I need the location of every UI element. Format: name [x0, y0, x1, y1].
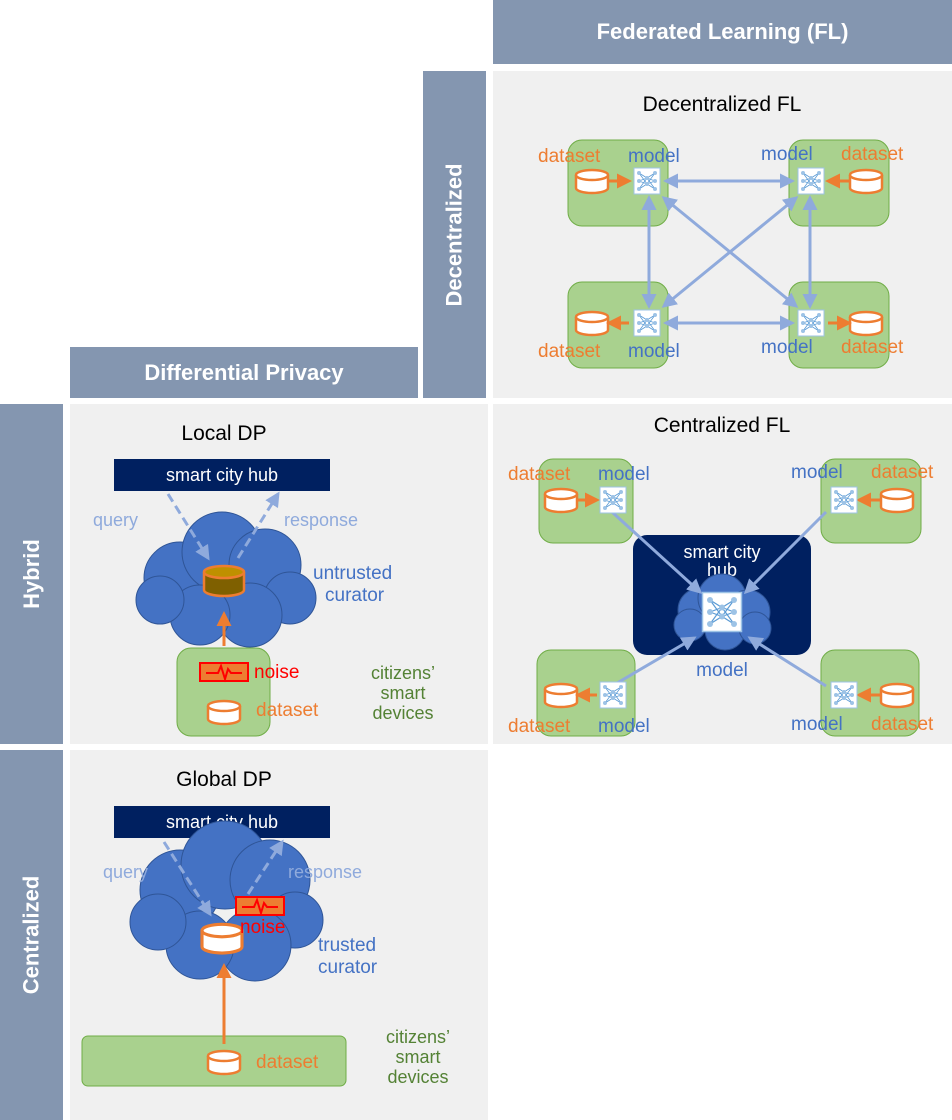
- noise-signal-icon: [199, 662, 249, 682]
- query-label: query: [103, 862, 148, 882]
- model-label: model: [761, 337, 813, 358]
- database-icon: [202, 564, 246, 598]
- model-label: model: [791, 462, 843, 483]
- header-federated-learning-label: Federated Learning (FL): [596, 19, 849, 44]
- neural-network-icon: [599, 486, 627, 514]
- hub-label-line1: smart city: [683, 542, 760, 562]
- model-label: model: [628, 146, 680, 167]
- model-label: model: [761, 144, 813, 165]
- query-label: query: [93, 510, 138, 530]
- cloud-icon: [135, 511, 317, 648]
- noise-label: noise: [240, 917, 285, 938]
- model-label: model: [696, 660, 748, 681]
- neural-network-icon: [830, 681, 858, 709]
- dataset-label: dataset: [841, 337, 904, 358]
- query-response-arrows: [166, 491, 280, 561]
- model-label: model: [628, 341, 680, 362]
- neural-network-icon: [797, 167, 825, 195]
- database-icon: [543, 487, 579, 514]
- model-label: model: [791, 714, 843, 735]
- database-icon: [879, 682, 915, 709]
- noise-signal-icon: [235, 896, 285, 916]
- model-label: model: [598, 464, 650, 485]
- neural-network-icon: [701, 591, 743, 633]
- neural-network-icon: [633, 167, 661, 195]
- header-differential-privacy: Differential Privacy: [70, 347, 418, 398]
- database-icon: [543, 682, 579, 709]
- dataset-label: dataset: [256, 700, 319, 721]
- devices-label-line2: smart: [381, 683, 426, 703]
- devices-label-line3: devices: [372, 703, 433, 723]
- devices-label-line1: citizens’: [371, 663, 435, 683]
- response-label: response: [284, 510, 358, 530]
- smart-city-hub-bar: [114, 459, 330, 491]
- database-icon: [200, 922, 244, 955]
- database-icon: [879, 487, 915, 514]
- dataset-label: dataset: [508, 464, 571, 485]
- cloud-icon: [129, 820, 324, 982]
- dataset-label: dataset: [538, 146, 601, 167]
- header-decentralized: Decentralized: [423, 71, 486, 398]
- neural-network-icon: [599, 681, 627, 709]
- response-label: response: [288, 862, 362, 882]
- database-icon: [206, 699, 242, 726]
- devices-label-line2: smart: [396, 1047, 441, 1067]
- noise-label: noise: [254, 662, 299, 683]
- database-icon: [848, 168, 884, 195]
- model-upload-arrows: [610, 510, 828, 688]
- header-differential-privacy-label: Differential Privacy: [144, 359, 344, 385]
- database-icon: [848, 310, 884, 337]
- devices-label-line3: devices: [387, 1067, 448, 1087]
- devices-label-line1: citizens’: [386, 1027, 450, 1047]
- header-centralized: Centralized: [0, 750, 63, 1120]
- model-label: model: [598, 716, 650, 737]
- dataset-label: dataset: [538, 341, 601, 362]
- neural-network-icon: [830, 486, 858, 514]
- curator-label-line1: untrusted: [313, 563, 392, 584]
- dataset-label: dataset: [508, 716, 571, 737]
- dataset-label: dataset: [256, 1052, 319, 1073]
- dataset-label: dataset: [841, 144, 904, 165]
- centralized-fl-title: Centralized FL: [654, 414, 791, 437]
- peer-connections: [641, 173, 818, 331]
- dataset-label: dataset: [871, 714, 934, 735]
- curator-label-line2: curator: [325, 585, 385, 606]
- database-icon: [206, 1049, 242, 1076]
- hub-label: smart city hub: [166, 465, 278, 485]
- decentralized-fl-title: Decentralized FL: [643, 93, 802, 116]
- header-federated-learning: Federated Learning (FL): [493, 0, 952, 64]
- database-icon: [574, 310, 610, 337]
- dataset-label: dataset: [871, 462, 934, 483]
- header-hybrid: Hybrid: [0, 404, 63, 744]
- curator-label-line2: curator: [318, 957, 378, 978]
- database-icon: [574, 168, 610, 195]
- global-dp-title: Global DP: [176, 768, 272, 791]
- neural-network-icon: [797, 309, 825, 337]
- curator-label-line1: trusted: [318, 935, 376, 956]
- local-dp-title: Local DP: [181, 422, 266, 445]
- neural-network-icon: [633, 309, 661, 337]
- query-response-arrows: [162, 839, 284, 917]
